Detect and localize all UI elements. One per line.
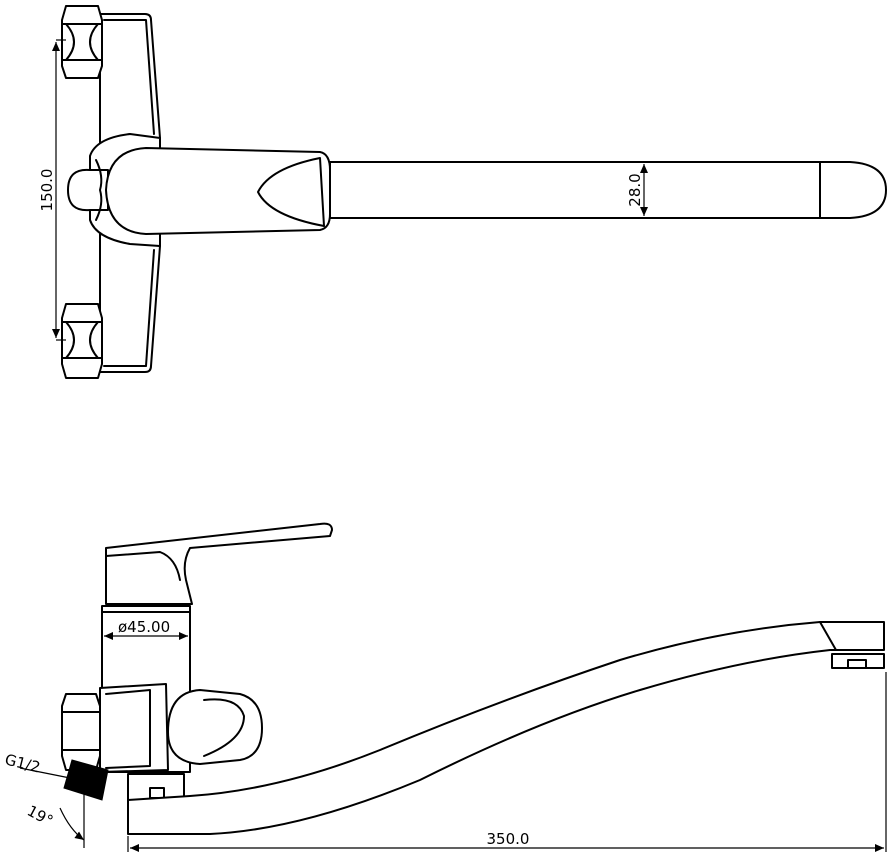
lower-hex-nut [61, 303, 103, 379]
dim-inlet-thread: G1/2 [3, 750, 42, 776]
dim-spout-reach: 350.0 [487, 830, 530, 848]
mounting-plate-lower [99, 233, 161, 373]
spout-top [329, 161, 887, 219]
top-view: 150.0 28.0 [38, 5, 887, 379]
lever-handle-side [105, 522, 333, 605]
dim-tilt-angle: 19° [24, 802, 56, 830]
diverter-knob [167, 689, 263, 765]
upper-hex-nut [61, 5, 103, 79]
side-view: ø45.00 G1/2 19° 350.0 [3, 522, 887, 852]
dim-body-diameter: ø45.00 [118, 618, 170, 636]
spout-side [127, 621, 885, 835]
eccentric-connector [99, 683, 169, 773]
lever-handle-top [105, 147, 331, 235]
dim-spout-width: 28.0 [626, 173, 644, 206]
threaded-end [63, 759, 109, 801]
mounting-plate [99, 13, 161, 151]
inlet-hex-nut [61, 693, 101, 771]
dim-mount-spacing: 150.0 [38, 169, 56, 212]
